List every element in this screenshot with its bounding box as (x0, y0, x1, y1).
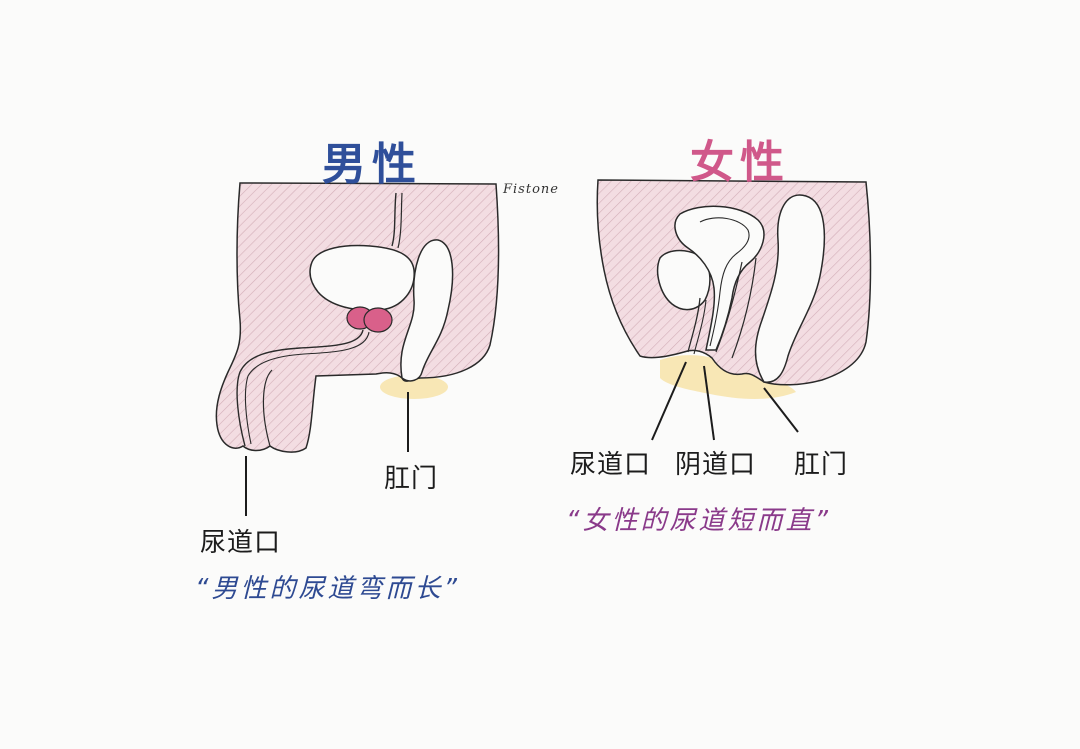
female-pelvis-illustration (597, 180, 870, 440)
male-pelvis-illustration (216, 183, 498, 516)
female-title: 女性 (690, 126, 790, 190)
male-title: 男性 (322, 128, 422, 192)
artist-signature: Fistone (503, 182, 559, 197)
female-anus-label: 肛门 (794, 444, 848, 481)
male-prostate-right (364, 308, 392, 332)
male-urethral-opening-label: 尿道口 (200, 522, 281, 559)
female-vaginal-opening-label: 阴道口 (675, 444, 756, 481)
female-urethral-opening-label: 尿道口 (570, 444, 651, 481)
male-caption: “男性的尿道弯而长” (195, 568, 460, 605)
female-caption: “女性的尿道短而直” (566, 500, 831, 537)
male-anus-label: 肛门 (384, 458, 438, 495)
